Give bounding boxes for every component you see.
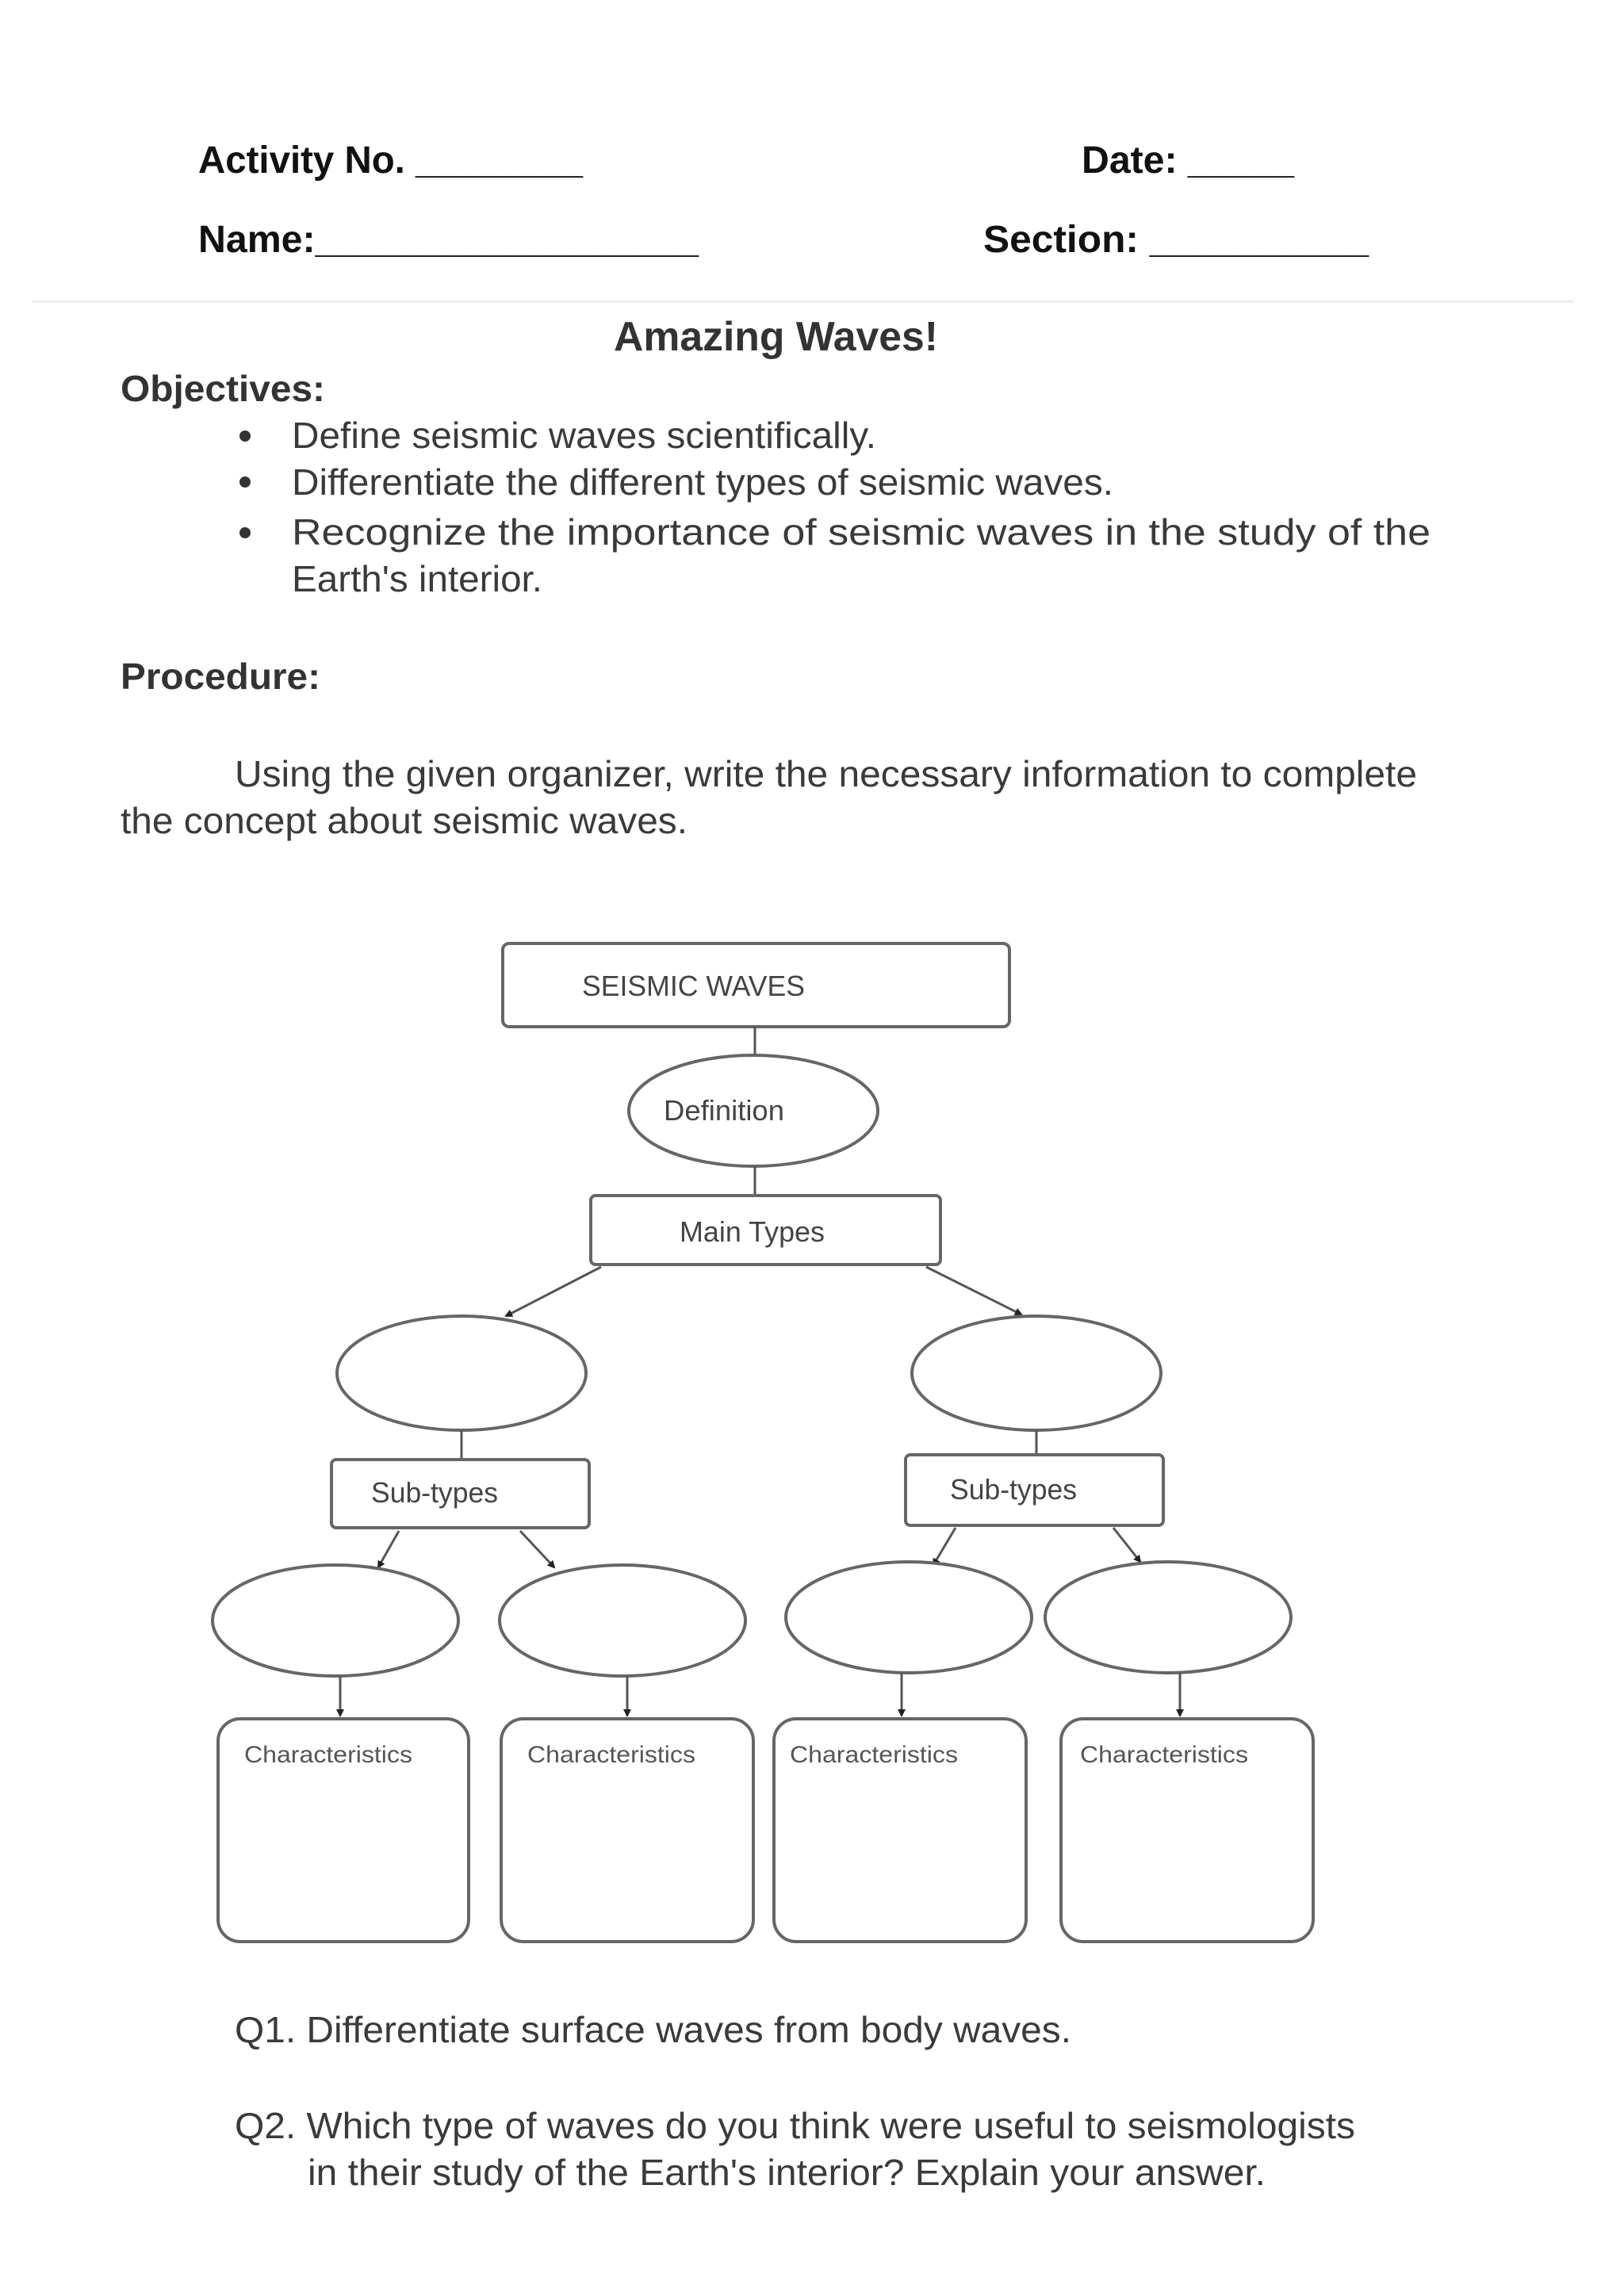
arrow-icon — [932, 1527, 957, 1567]
procedure-text: the concept about seismic waves. — [121, 800, 688, 841]
sub-types-label: Sub-types — [950, 1473, 1077, 1506]
main-type-oval-left[interactable] — [335, 1314, 588, 1432]
sub-type-oval[interactable] — [211, 1563, 460, 1678]
page-title: Amazing Waves! — [614, 314, 938, 360]
characteristics-box[interactable] — [772, 1717, 1028, 1943]
arrow-icon — [377, 1530, 400, 1569]
characteristics-box[interactable] — [500, 1717, 755, 1943]
procedure-heading: Procedure: — [121, 656, 320, 697]
objective-item: Differentiate the different types of sei… — [292, 461, 1113, 503]
objective-item: Recognize the importance of seismic wave… — [292, 511, 1431, 553]
characteristics-box[interactable] — [216, 1717, 470, 1943]
main-type-oval-right[interactable] — [910, 1314, 1162, 1432]
question-1: Q1. Differentiate surface waves from bod… — [235, 2009, 1071, 2050]
procedure-text: Using the given organizer, write the nec… — [235, 753, 1417, 794]
sub-types-box-left — [330, 1458, 591, 1529]
definition-label: Definition — [664, 1094, 784, 1127]
sub-type-oval[interactable] — [784, 1560, 1033, 1674]
bullet-icon — [239, 476, 251, 488]
arrow-icon — [504, 1265, 602, 1318]
characteristics-label: Characteristics — [790, 1742, 958, 1768]
bullet-icon — [239, 527, 251, 538]
main-types-label: Main Types — [680, 1215, 825, 1248]
characteristics-label: Characteristics — [527, 1742, 695, 1768]
activity-number-field: Activity No. ________ — [198, 140, 584, 182]
arrow-icon — [1112, 1527, 1142, 1563]
characteristics-label: Characteristics — [1080, 1742, 1248, 1768]
sub-type-oval[interactable] — [498, 1563, 747, 1678]
seismic-waves-label: SEISMIC WAVES — [582, 970, 805, 1002]
section-field: Section: __________ — [983, 219, 1369, 261]
question-2-continued: in their study of the Earth's interior? … — [308, 2152, 1266, 2193]
characteristics-label: Characteristics — [244, 1742, 412, 1768]
main-types-box — [589, 1194, 942, 1266]
objective-item: Define seismic waves scientifically. — [292, 415, 876, 456]
arrow-icon — [519, 1529, 556, 1569]
question-2: Q2. Which type of waves do you think wer… — [235, 2105, 1355, 2146]
sub-type-oval[interactable] — [1044, 1560, 1293, 1674]
definition-oval[interactable] — [627, 1054, 879, 1168]
arrow-icon — [925, 1265, 1023, 1316]
characteristics-box[interactable] — [1059, 1717, 1315, 1943]
objective-item-continued: Earth's interior. — [292, 558, 542, 599]
bullet-icon — [239, 430, 251, 442]
sub-types-label: Sub-types — [371, 1476, 498, 1509]
name-field: Name:__________________ — [198, 219, 699, 261]
graphic-organizer: SEISMIC WAVES Definition Main Types Sub-… — [211, 942, 1315, 1943]
date-field: Date: _____ — [1082, 140, 1295, 182]
objectives-heading: Objectives: — [121, 368, 325, 409]
sub-types-box-right — [904, 1453, 1165, 1527]
